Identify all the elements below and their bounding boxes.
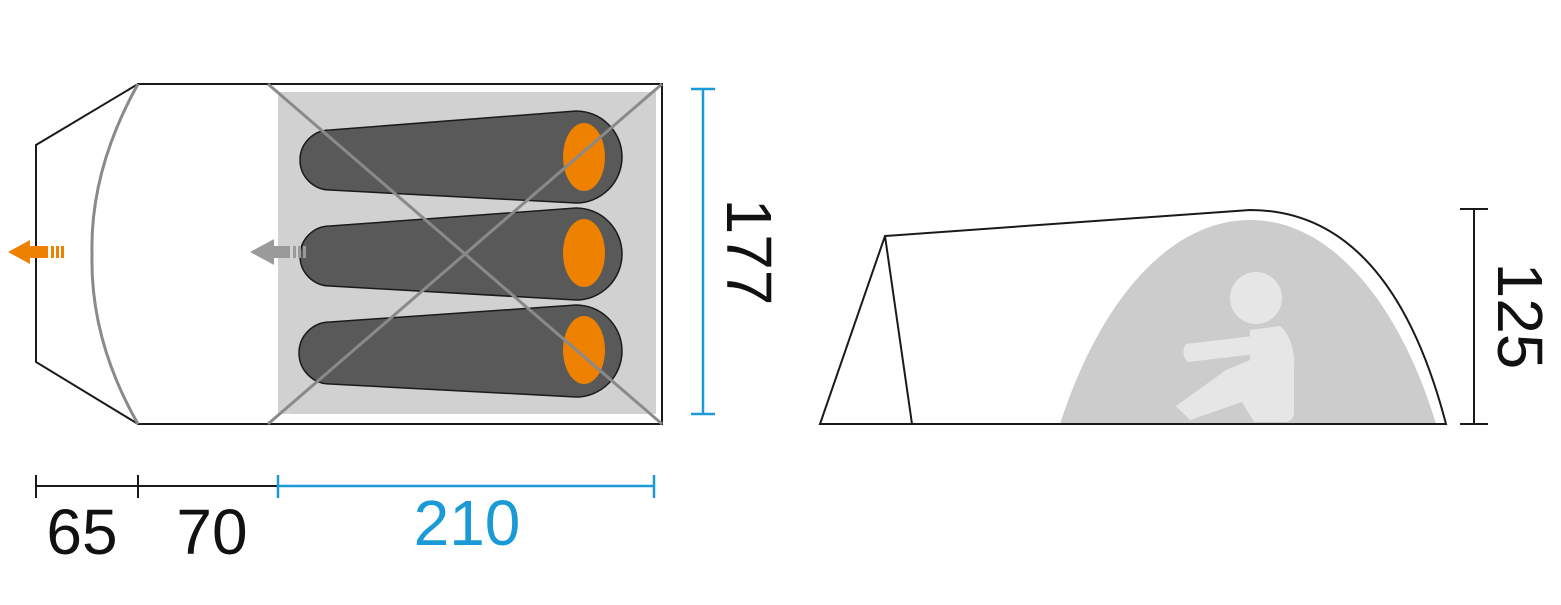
side-view: 125 <box>818 208 1556 425</box>
dimension-inner-width: 177 <box>691 87 785 416</box>
arrow-left-icon <box>8 240 64 264</box>
height-label: 125 <box>1484 263 1556 370</box>
inner-width-label: 177 <box>713 199 785 306</box>
sleeping-bag <box>299 207 623 301</box>
pole-diagonal <box>267 82 663 426</box>
head-icon <box>563 219 605 287</box>
top-view: 177 65 70 210 <box>8 82 785 568</box>
dimension-height: 125 <box>1460 208 1556 425</box>
head-icon <box>563 316 605 384</box>
inner-length-label: 210 <box>414 487 521 559</box>
side-pole <box>884 235 913 425</box>
person-sitting-icon <box>1176 272 1295 422</box>
arrow-left-icon <box>250 239 306 265</box>
entry-depth-label: 70 <box>176 496 247 568</box>
door-arc <box>90 83 140 425</box>
vestibule-depth-label: 65 <box>46 496 117 568</box>
side-fly-outline <box>818 208 1448 425</box>
head-icon <box>563 123 605 191</box>
dimension-length-line <box>35 475 656 498</box>
